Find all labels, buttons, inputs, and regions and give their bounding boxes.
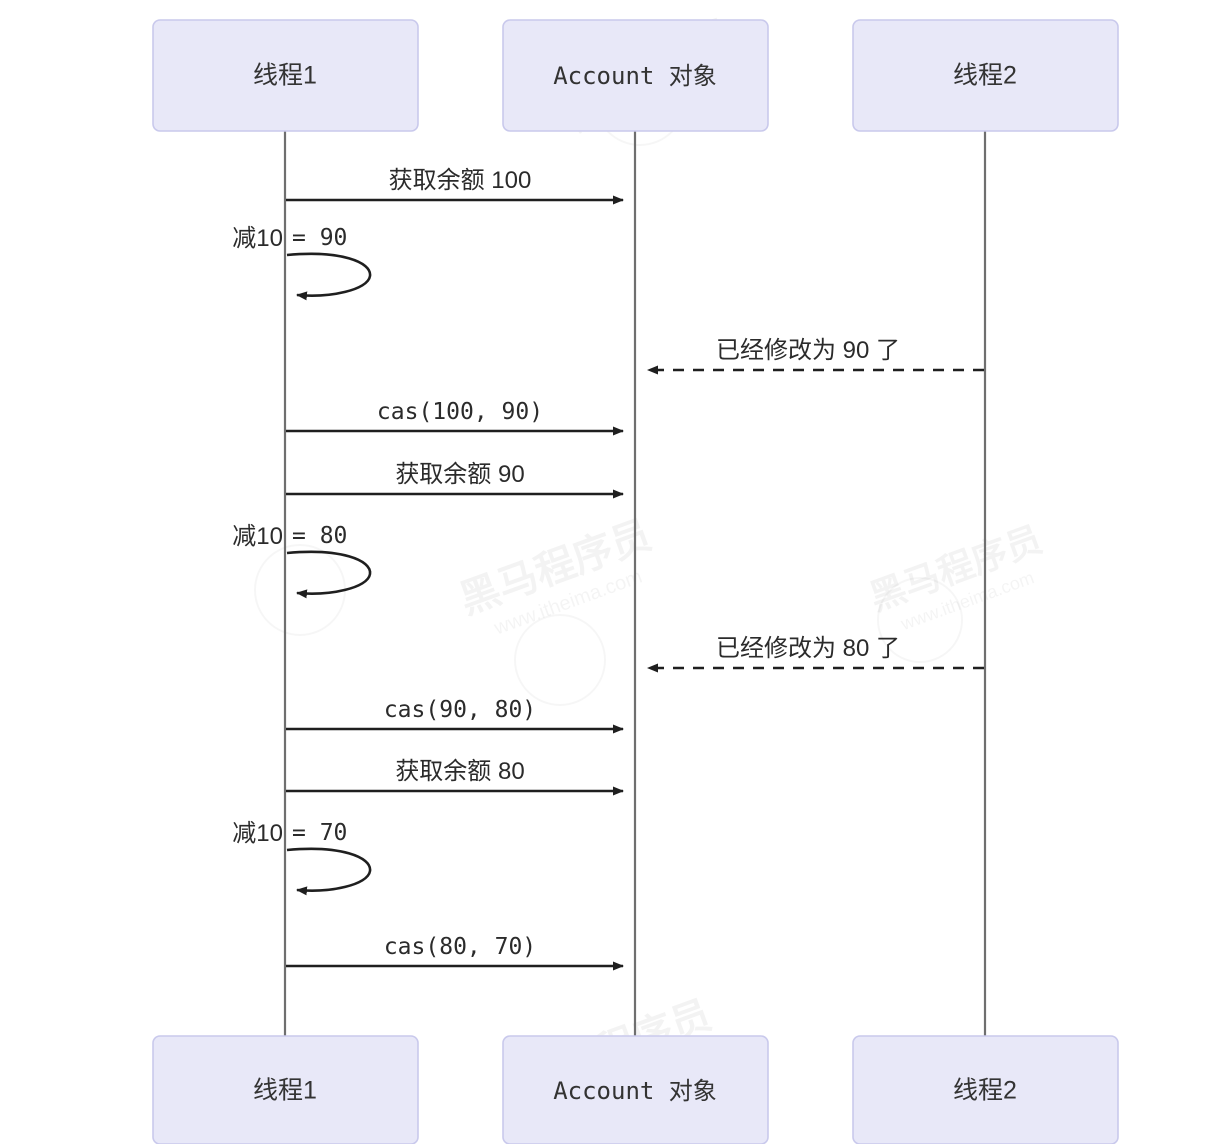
participant-label: 线程1 [253, 1077, 317, 1105]
message-label: 获取余额 100 [389, 167, 532, 194]
participant-label: Account 对象 [553, 62, 717, 90]
participant-thread1-top[interactable]: 线程1 [152, 19, 419, 132]
message-label-right: = 90 [292, 225, 347, 251]
participant-account-bottom[interactable]: Account 对象 [502, 1035, 769, 1144]
message-3-modified-to-90[interactable]: 已经修改为 90 了 [647, 337, 984, 375]
participant-label: 线程2 [953, 62, 1017, 90]
watermark-subtext: www.itheima.com [490, 566, 645, 640]
participant-box[interactable] [152, 1035, 419, 1144]
watermark-subtext: www.itheima.com [897, 567, 1036, 634]
message-label: 已经修改为 90 了 [716, 337, 900, 364]
message-6-self-subtract-80[interactable]: 减10 = 80 [232, 523, 372, 599]
participant-label: 线程2 [953, 1077, 1017, 1105]
message-7-modified-to-80[interactable]: 已经修改为 80 了 [647, 635, 984, 673]
message-9-get-balance-80[interactable]: 获取余额 80 [286, 758, 624, 796]
participant-label: Account 对象 [553, 1077, 717, 1105]
message-4-cas-100-90[interactable]: cas(100, 90) [286, 399, 624, 436]
message-label-right: = 70 [292, 820, 347, 846]
watermark-circle-icon [515, 615, 605, 705]
participant-thread1-bottom[interactable]: 线程1 [152, 1035, 419, 1144]
message-8-cas-90-80[interactable]: cas(90, 80) [286, 697, 624, 734]
participant-box[interactable] [852, 1035, 1119, 1144]
participant-box[interactable] [852, 19, 1119, 132]
participant-label: 线程1 [253, 62, 317, 90]
self-message-arrow [286, 550, 372, 599]
message-label-left: 减10 [232, 820, 283, 847]
self-message-arrow [286, 252, 372, 301]
message-label: cas(100, 90) [377, 399, 543, 425]
participant-thread2-bottom[interactable]: 线程2 [852, 1035, 1119, 1144]
message-label: 获取余额 90 [395, 461, 524, 488]
message-label: 获取余额 80 [395, 758, 524, 785]
message-label-left: 减10 [232, 523, 283, 550]
message-label-right: = 80 [292, 523, 347, 549]
message-1-get-balance-100[interactable]: 获取余额 100 [286, 167, 624, 205]
message-label: 已经修改为 80 了 [716, 635, 900, 662]
self-message-arrow [286, 847, 372, 896]
message-10-self-subtract-70[interactable]: 减10 = 70 [232, 820, 372, 896]
message-5-get-balance-90[interactable]: 获取余额 90 [286, 461, 624, 499]
message-label: cas(80, 70) [384, 934, 536, 960]
watermark-circle-icon [255, 545, 345, 635]
message-2-self-subtract-90[interactable]: 减10 = 90 [232, 225, 372, 301]
participant-account-top[interactable]: Account 对象 [502, 19, 769, 132]
message-label: cas(90, 80) [384, 697, 536, 723]
watermark-text: 黑马程序员 [864, 518, 1047, 618]
watermark-layer: 黑马程序员 www.itheima.com 黑马程序员 www.itheima.… [255, 13, 1047, 1120]
watermark-text: 黑马程序员 [454, 513, 657, 623]
participant-box[interactable] [502, 19, 769, 132]
participant-box[interactable] [152, 19, 419, 132]
participant-box[interactable] [502, 1035, 769, 1144]
message-label-left: 减10 [232, 225, 283, 252]
participant-thread2-top[interactable]: 线程2 [852, 19, 1119, 132]
message-11-cas-80-70[interactable]: cas(80, 70) [286, 934, 624, 971]
